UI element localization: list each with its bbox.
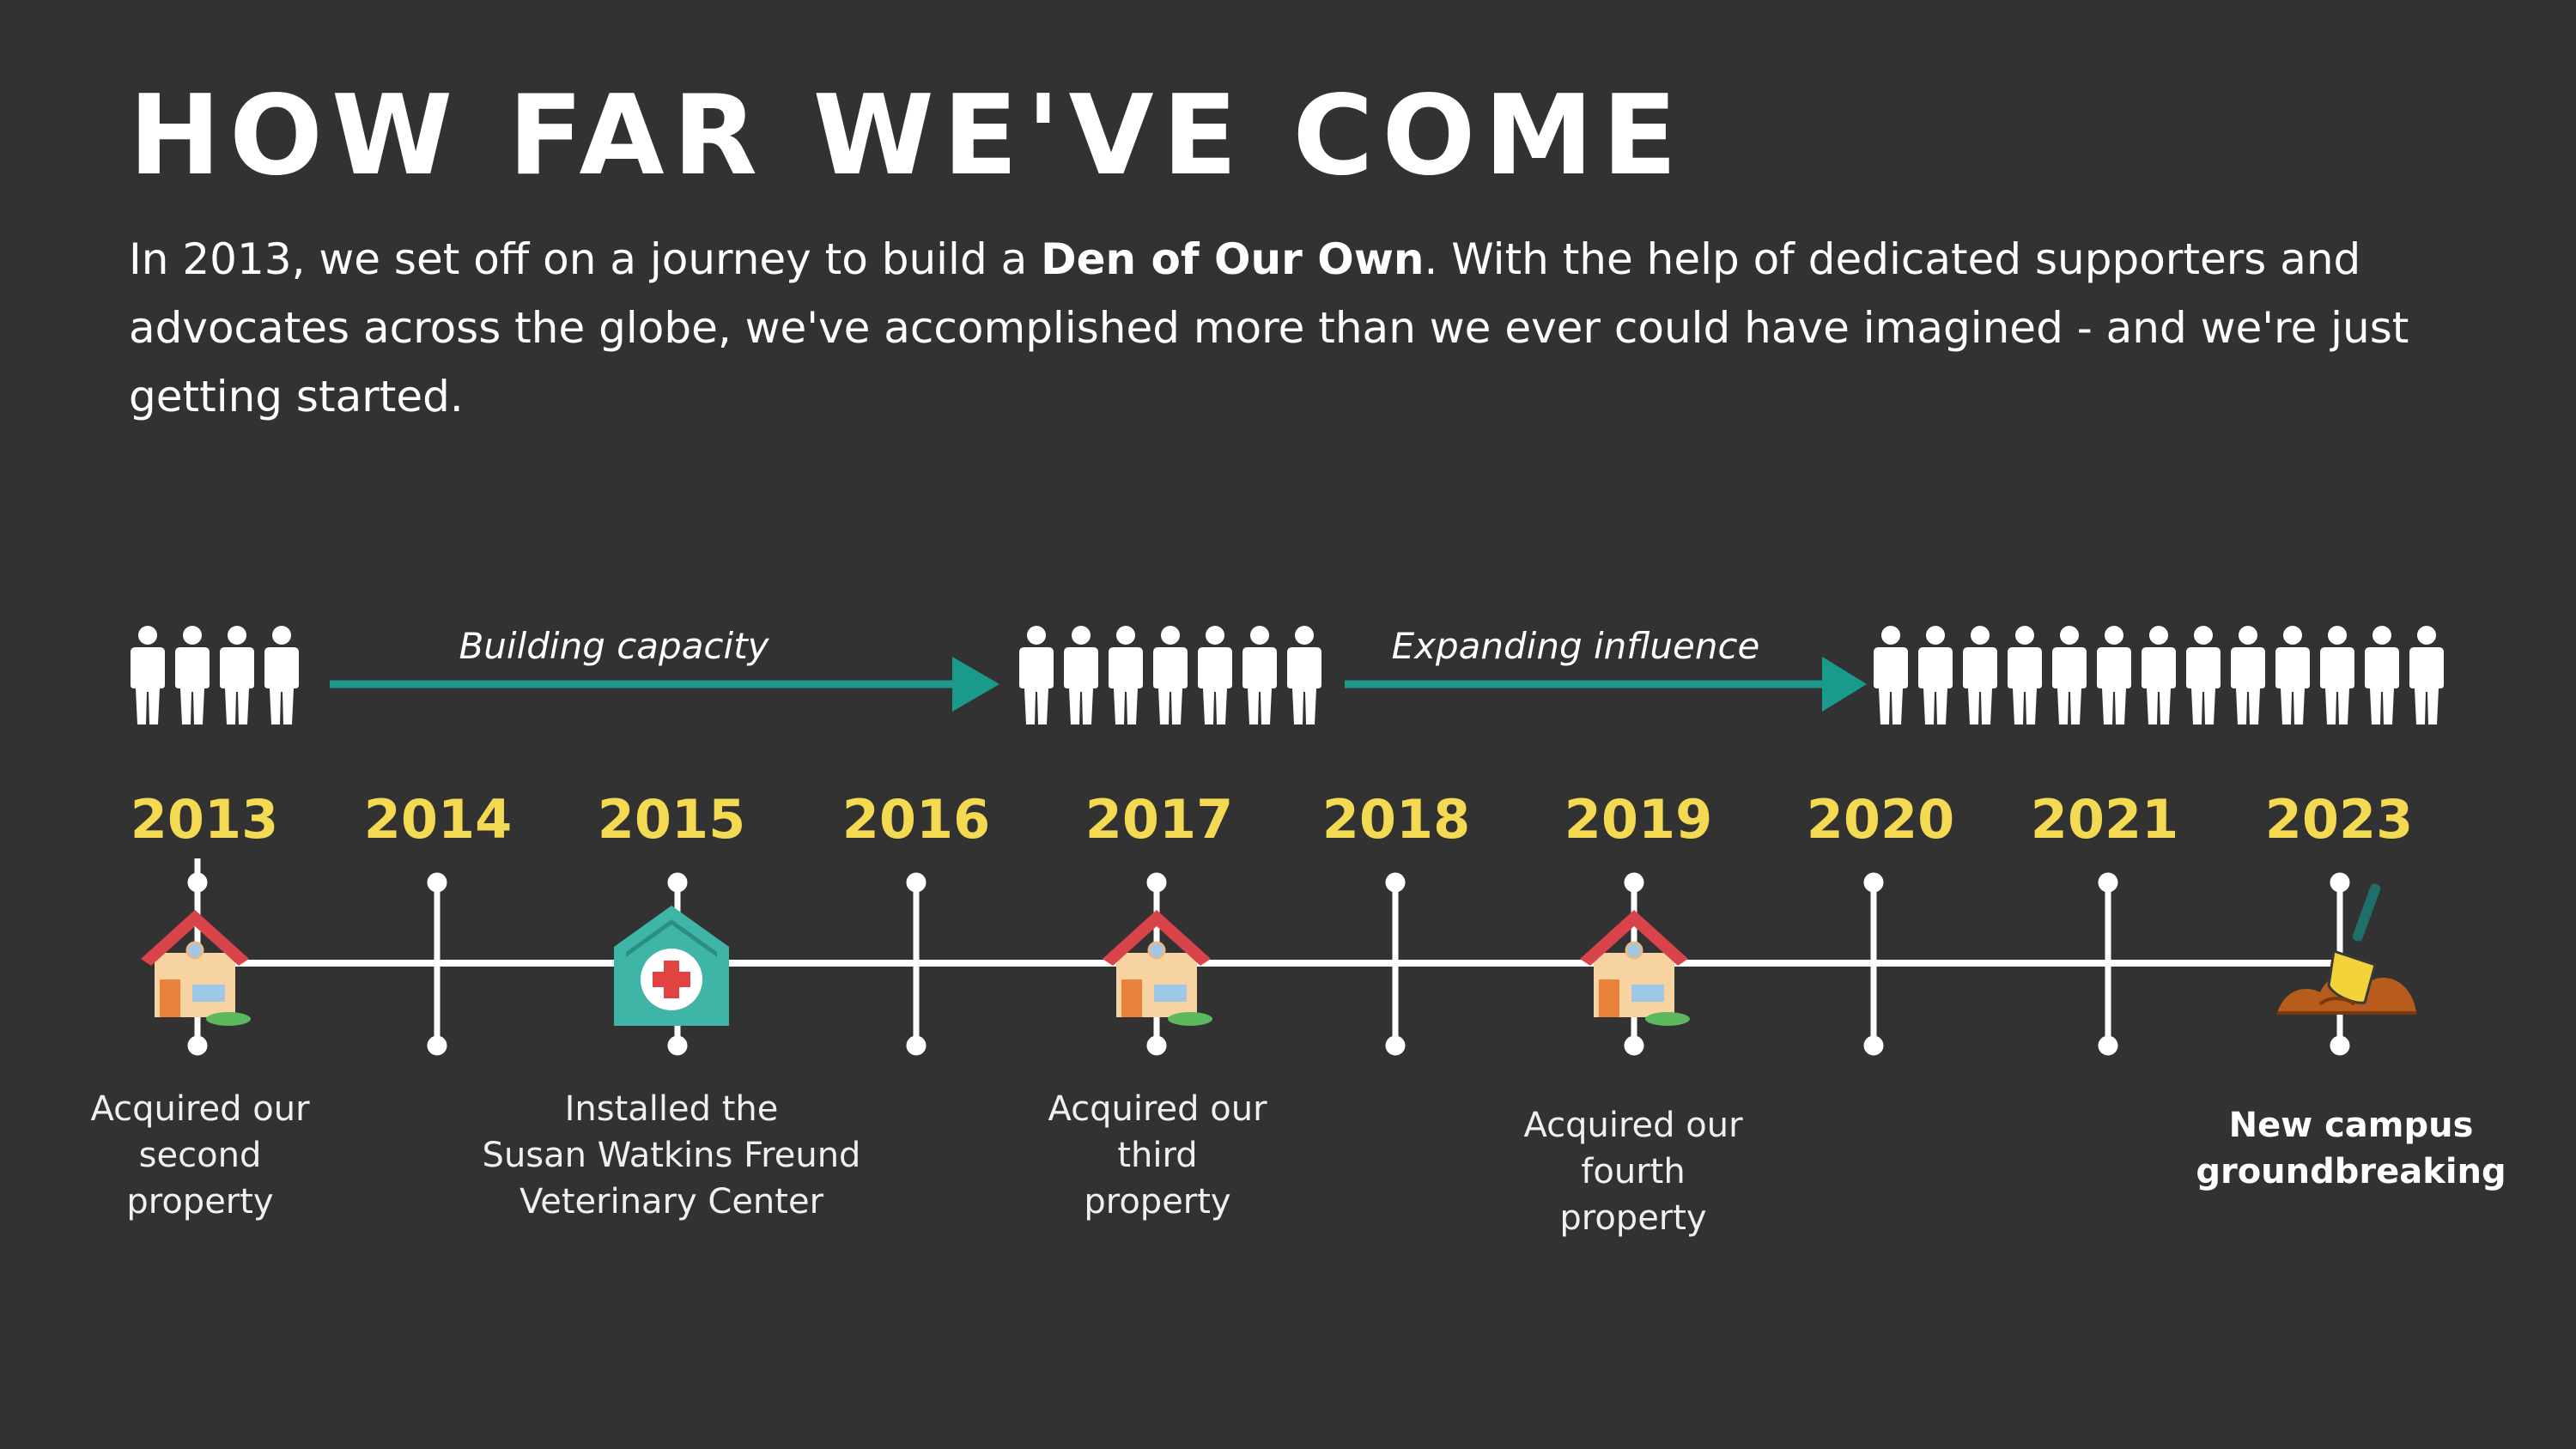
timeline-ticks bbox=[187, 858, 2350, 1056]
year-label: 2019 bbox=[1564, 788, 1713, 851]
person-icon bbox=[1872, 625, 1910, 726]
house-icon bbox=[1580, 910, 1690, 1026]
milestone-caption: New campus groundbreaking bbox=[2196, 1102, 2506, 1195]
person-icon bbox=[1196, 625, 1234, 726]
veterinary-center-icon bbox=[614, 906, 729, 1026]
arrow-label-building-capacity: Building capacity bbox=[459, 625, 769, 667]
person-icon bbox=[2006, 625, 2044, 726]
milestone-caption: Acquired our third property bbox=[1048, 1086, 1267, 1225]
milestone-caption: Installed the Susan Watkins Freund Veter… bbox=[483, 1086, 861, 1225]
intro-highlight: Den of Our Own bbox=[1041, 234, 1425, 284]
caption-line: property bbox=[1084, 1182, 1231, 1222]
people-group-2017 bbox=[1018, 625, 1323, 726]
year-label: 2016 bbox=[841, 788, 991, 851]
person-icon bbox=[1062, 625, 1100, 726]
intro-text-end: . With the help of dedicated supporters … bbox=[129, 234, 2409, 421]
person-icon bbox=[2140, 625, 2178, 726]
house-icon bbox=[141, 910, 251, 1026]
person-icon bbox=[2050, 625, 2088, 726]
year-labels: 2013 2014 2015 2016 2017 2018 2019 2020 … bbox=[0, 788, 2576, 851]
caption-line: Susan Watkins Freund bbox=[482, 1136, 861, 1175]
caption-line: fourth bbox=[1581, 1152, 1686, 1191]
milestone-caption: Acquired our fourth property bbox=[1523, 1102, 1742, 1241]
person-icon bbox=[2408, 625, 2445, 726]
person-icon bbox=[173, 625, 211, 726]
person-icon bbox=[1151, 625, 1189, 726]
person-icon bbox=[2318, 625, 2356, 726]
year-label: 2020 bbox=[1806, 788, 1955, 851]
year-label: 2023 bbox=[2264, 788, 2414, 851]
person-icon bbox=[129, 625, 167, 726]
year-label: 2021 bbox=[2030, 788, 2179, 851]
arrow-right-icon bbox=[1345, 657, 1867, 712]
person-icon bbox=[1018, 625, 1055, 726]
person-icon bbox=[2229, 625, 2267, 726]
people-group-2023 bbox=[1872, 625, 2445, 726]
person-icon bbox=[1961, 625, 1999, 726]
caption-line: Acquired our bbox=[1048, 1089, 1267, 1129]
page-title: HOW FAR WE'VE COME bbox=[129, 72, 1686, 200]
caption-line: property bbox=[1559, 1198, 1707, 1238]
person-icon bbox=[218, 625, 256, 726]
person-icon bbox=[1285, 625, 1323, 726]
timeline bbox=[187, 858, 2350, 1056]
year-label: 2018 bbox=[1321, 788, 1471, 851]
people-group-2013 bbox=[129, 625, 301, 726]
person-icon bbox=[2274, 625, 2312, 726]
caption-line: second bbox=[138, 1136, 262, 1175]
person-icon bbox=[1917, 625, 1954, 726]
arrow-label-expanding-influence: Expanding influence bbox=[1391, 625, 1760, 667]
caption-line: Veterinary Center bbox=[519, 1182, 824, 1222]
year-label: 2013 bbox=[130, 788, 279, 851]
year-label: 2017 bbox=[1084, 788, 1234, 851]
person-icon bbox=[263, 625, 301, 726]
person-icon bbox=[1241, 625, 1279, 726]
caption-line: groundbreaking bbox=[2196, 1152, 2506, 1191]
year-label: 2015 bbox=[597, 788, 746, 851]
caption-line: third bbox=[1117, 1136, 1198, 1175]
person-icon bbox=[2095, 625, 2133, 726]
intro-text: In 2013, we set off on a journey to buil… bbox=[129, 225, 2499, 431]
caption-line: New campus bbox=[2228, 1106, 2474, 1145]
year-label: 2014 bbox=[363, 788, 513, 851]
arrow-right-icon bbox=[330, 657, 999, 712]
caption-line: Installed the bbox=[564, 1089, 779, 1129]
intro-text-start: In 2013, we set off on a journey to buil… bbox=[129, 234, 1042, 284]
house-icon bbox=[1103, 910, 1212, 1026]
shovel-groundbreaking-icon bbox=[2277, 883, 2416, 1015]
caption-line: Acquired our bbox=[1523, 1106, 1743, 1145]
milestone-caption: Acquired our second property bbox=[90, 1086, 309, 1225]
person-icon bbox=[1107, 625, 1145, 726]
person-icon bbox=[2184, 625, 2222, 726]
person-icon bbox=[2363, 625, 2401, 726]
caption-line: Acquired our bbox=[90, 1089, 310, 1129]
caption-line: property bbox=[126, 1182, 274, 1222]
